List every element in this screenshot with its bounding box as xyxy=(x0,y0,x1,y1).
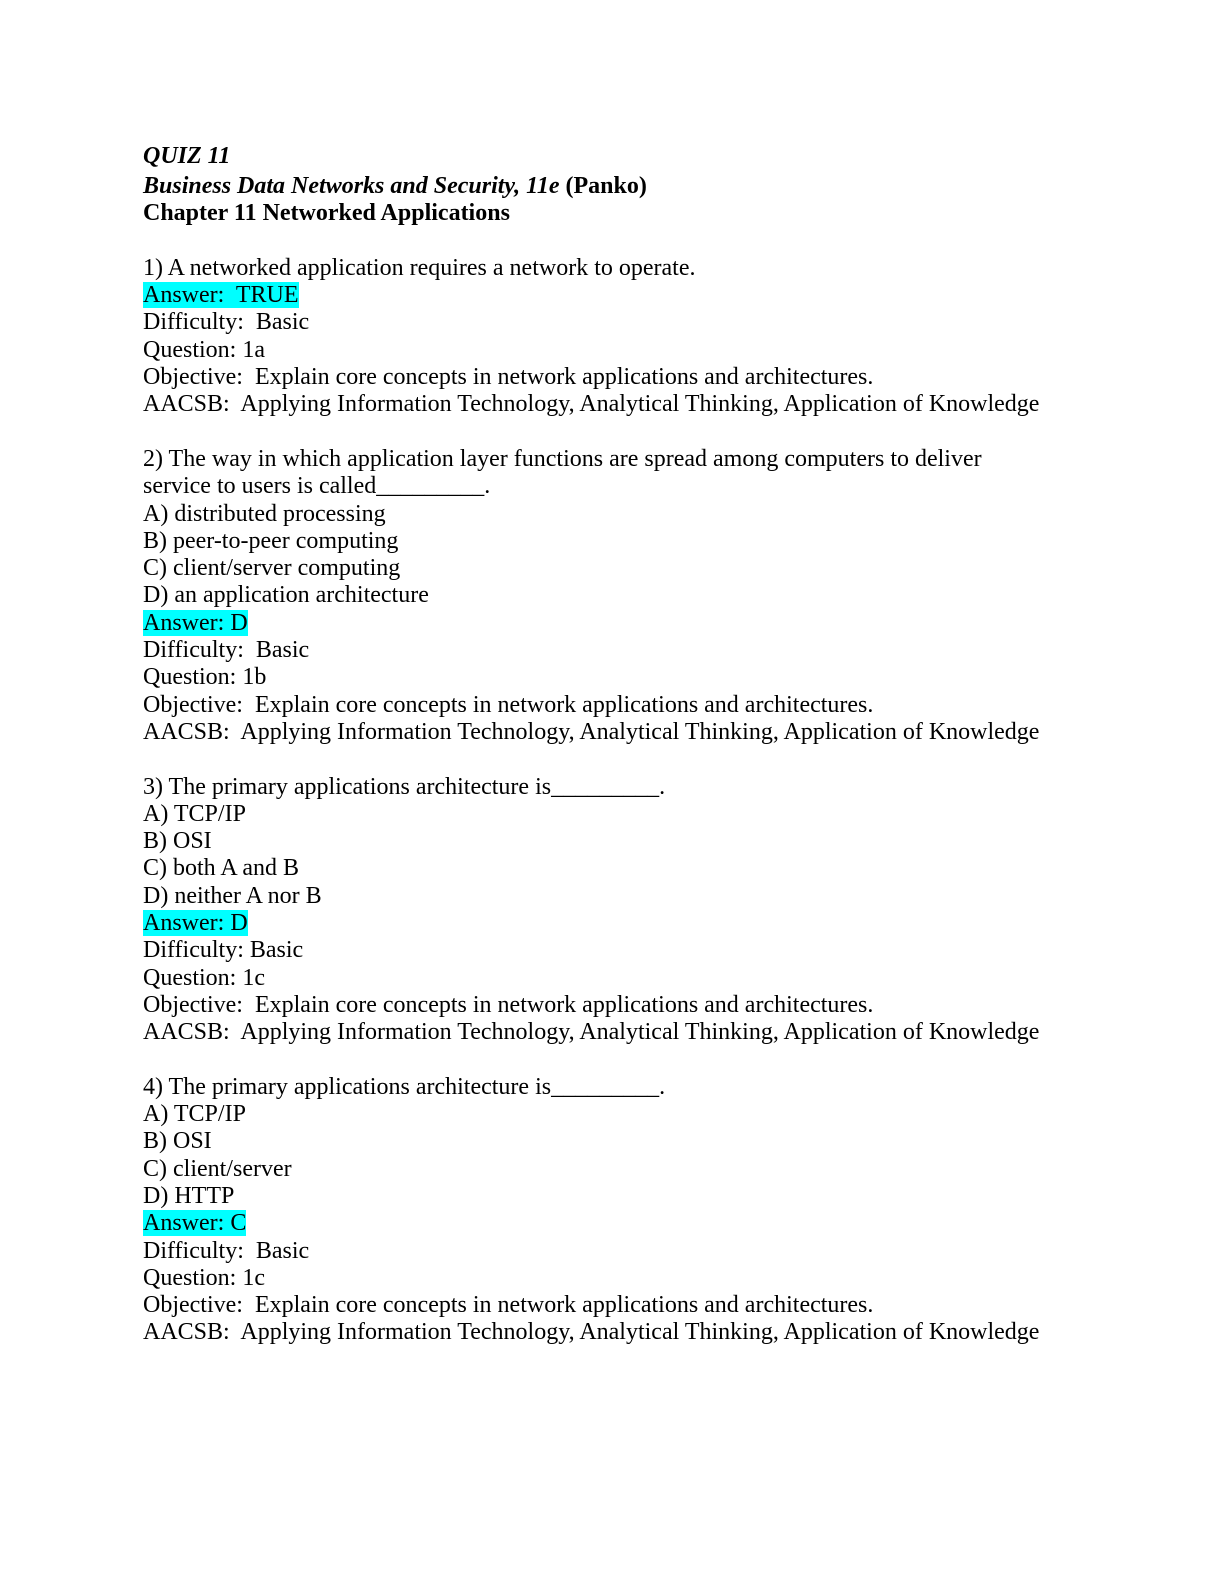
answer-option: C) client/server xyxy=(143,1155,292,1182)
question-block: 4) The primary applications architecture… xyxy=(143,1074,1053,1347)
answer-option: D) HTTP xyxy=(143,1182,235,1209)
objective: Objective: Explain core concepts in netw… xyxy=(143,364,874,391)
objective: Objective: Explain core concepts in netw… xyxy=(143,991,874,1018)
answer-key: Answer: C xyxy=(143,1210,247,1237)
question-ref: Question: 1c xyxy=(143,1264,265,1291)
objective: Objective: Explain core concepts in netw… xyxy=(143,1292,874,1319)
aacsb: AACSB: Applying Information Technology, … xyxy=(143,718,1040,745)
aacsb: AACSB: Applying Information Technology, … xyxy=(143,391,1040,418)
question-ref: Question: 1c xyxy=(143,964,265,991)
question-stem: 1) A networked application requires a ne… xyxy=(143,254,696,281)
book-author: (Panko) xyxy=(559,173,647,199)
difficulty: Difficulty: Basic xyxy=(143,637,310,664)
objective: Objective: Explain core concepts in netw… xyxy=(143,691,874,718)
book-heading: Business Data Networks and Security, 11e… xyxy=(143,173,1053,200)
question-list: 1) A networked application requires a ne… xyxy=(143,255,1053,1347)
answer-option: B) peer-to-peer computing xyxy=(143,527,399,554)
chapter-heading: Chapter 11 Networked Applications xyxy=(143,200,510,227)
answer-option: D) neither A nor B xyxy=(143,882,322,909)
answer-key: Answer: D xyxy=(143,609,248,636)
quiz-title: QUIZ 11 xyxy=(143,143,231,169)
question-block: 3) The primary applications architecture… xyxy=(143,774,1053,1047)
question-ref: Question: 1a xyxy=(143,336,265,363)
answer-key: Answer: TRUE xyxy=(143,282,299,309)
difficulty: Difficulty: Basic xyxy=(143,1237,310,1264)
question-stem: 4) The primary applications architecture… xyxy=(143,1073,666,1100)
answer-option: C) client/server computing xyxy=(143,555,401,582)
question-stem: 2) The way in which application layer fu… xyxy=(143,445,988,500)
aacsb: AACSB: Applying Information Technology, … xyxy=(143,1319,1040,1346)
answer-option: D) an application architecture xyxy=(143,582,429,609)
answer-option: B) OSI xyxy=(143,828,212,855)
answer-option: C) both A and B xyxy=(143,855,300,882)
question-stem: 3) The primary applications architecture… xyxy=(143,773,666,800)
difficulty: Difficulty: Basic xyxy=(143,937,304,964)
difficulty: Difficulty: Basic xyxy=(143,309,310,336)
book-title: Business Data Networks and Security, 11e xyxy=(143,173,560,199)
question-block: 2) The way in which application layer fu… xyxy=(143,446,1053,746)
answer-key: Answer: D xyxy=(143,910,248,937)
answer-option: B) OSI xyxy=(143,1128,212,1155)
document-page: QUIZ 11 Business Data Networks and Secur… xyxy=(143,140,1053,1347)
question-block: 1) A networked application requires a ne… xyxy=(143,255,1053,419)
question-ref: Question: 1b xyxy=(143,664,267,691)
answer-option: A) TCP/IP xyxy=(143,800,246,827)
answer-option: A) TCP/IP xyxy=(143,1101,246,1128)
aacsb: AACSB: Applying Information Technology, … xyxy=(143,1019,1040,1046)
answer-option: A) distributed processing xyxy=(143,500,386,527)
